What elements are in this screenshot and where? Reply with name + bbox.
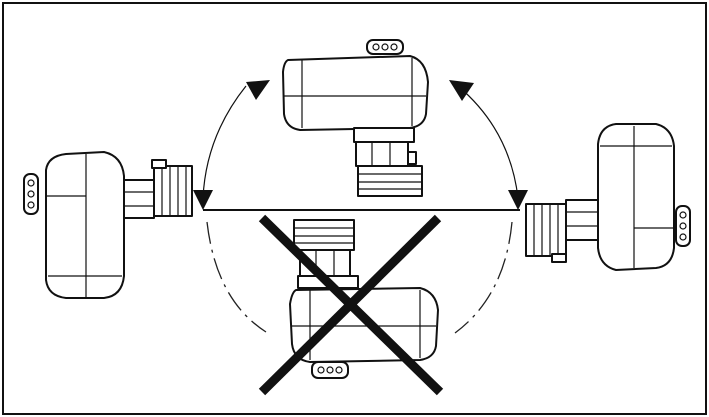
actuator-top-valve [357, 165, 423, 197]
actuator-left-screw [151, 159, 167, 169]
actuator-top-neck [353, 127, 415, 143]
actuator-right-body [597, 123, 675, 271]
arrowheads [193, 80, 528, 210]
actuator-right-knob [675, 205, 691, 247]
arrowhead-left [193, 190, 213, 210]
arc-upper-right [457, 85, 519, 199]
actuator-top-screw [407, 151, 417, 165]
arc-upper-left [202, 85, 247, 199]
actuator-bottom-valve [293, 219, 355, 251]
actuator-bottom-knob [311, 361, 349, 379]
actuator-right-screw [551, 253, 567, 263]
arc-lower-right-dashed [454, 221, 513, 334]
actuator-left-yoke [123, 179, 155, 219]
rotation-arcs [202, 85, 519, 334]
arrowhead-top-left [246, 80, 270, 100]
actuator-left [23, 151, 193, 299]
arc-lower-left-dashed [206, 221, 267, 333]
actuator-top-yoke [355, 141, 409, 167]
actuator-bottom-body [289, 287, 439, 363]
actuator-top-knob [366, 39, 404, 55]
actuator-right [525, 123, 691, 271]
arrowhead-right [508, 190, 528, 210]
actuator-left-knob [23, 173, 39, 215]
actuator-right-yoke [565, 199, 599, 241]
actuator-top [282, 39, 429, 197]
actuator-right-valve [525, 203, 567, 257]
forbidden-cross-icon [258, 214, 444, 396]
arrowhead-top-right [449, 80, 474, 101]
actuator-left-body [45, 151, 125, 299]
actuator-top-body [282, 55, 429, 131]
